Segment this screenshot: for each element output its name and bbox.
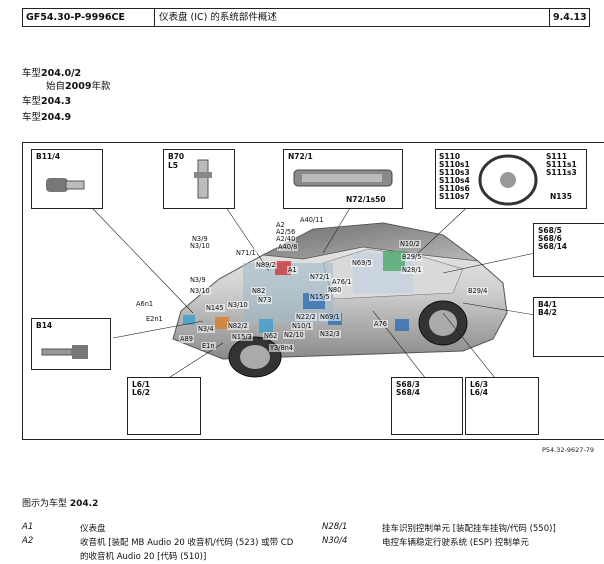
part-label: A1 bbox=[287, 266, 298, 274]
steer-right-2: S111s3 bbox=[546, 168, 577, 177]
steer-right-1: S111s1 bbox=[546, 160, 577, 169]
callout-b11-4: B11/4 bbox=[31, 149, 103, 209]
b70-line-2: L5 bbox=[168, 161, 178, 170]
part-label: N62 bbox=[263, 332, 279, 340]
part-label: N69/5 bbox=[351, 259, 373, 267]
steer-left-0: S110 bbox=[439, 152, 461, 161]
s68-mid-1: S68/4 bbox=[396, 388, 420, 397]
part-label: N72/1 bbox=[309, 273, 331, 281]
model-line-2: 车型204.3 bbox=[22, 96, 72, 107]
callout-b14: B14 bbox=[31, 318, 111, 370]
steer-left-5: S110s7 bbox=[439, 192, 470, 201]
part-label: N10/1 bbox=[291, 322, 313, 330]
legend-row: 的收音机 Audio 20 [代码 (510)] bbox=[80, 552, 207, 562]
part-label: E2n1 bbox=[145, 315, 164, 323]
callout-b4: B4/1 B4/2 bbox=[533, 297, 604, 357]
part-label: N3/9 bbox=[191, 235, 209, 243]
document-header: GF54.30-P-9996CE 仪表盘 (IC) 的系统部件概述 9.4.13 bbox=[22, 8, 590, 27]
part-label: N71/1 bbox=[235, 249, 257, 257]
part-label: N3/10 bbox=[189, 242, 211, 250]
callout-s68-mid: S68/3 S68/4 bbox=[391, 377, 463, 435]
part-label: N69/1 bbox=[319, 313, 341, 321]
part-label: N15/5 bbox=[309, 293, 331, 301]
legend-row: A1 仪表盘 N28/1 挂车识别控制单元 [装配挂车挂钩/代码 (550)] bbox=[22, 522, 556, 534]
part-label: N82/2 bbox=[227, 322, 249, 330]
s68-top-2: S68/14 bbox=[538, 242, 568, 251]
part-label: A89 bbox=[179, 335, 194, 343]
part-label: N3/10 bbox=[227, 301, 249, 309]
switch-panel-icon bbox=[293, 169, 393, 187]
part-label: B29/5 bbox=[401, 253, 423, 261]
part-label: N2/10 bbox=[283, 331, 305, 339]
part-label: N15/3 bbox=[231, 333, 253, 341]
b4-0: B4/1 bbox=[538, 300, 557, 309]
callout-steering-wheel: S110 S110s1 S110s3 S110s4 S110s6 S110s7 … bbox=[435, 149, 587, 209]
steering-wheel-icon bbox=[478, 154, 538, 206]
part-label: E1n bbox=[201, 342, 216, 350]
figure-code: P54.32-9627-79 bbox=[541, 446, 594, 454]
s68-mid-0: S68/3 bbox=[396, 380, 420, 389]
part-label: N73 bbox=[257, 296, 273, 304]
model-line-1: 车型204.0/2 bbox=[22, 68, 82, 79]
model-line-1-since: 始自2009年款 bbox=[46, 81, 111, 92]
part-label: A40/8 bbox=[277, 243, 299, 251]
part-label: A2/40 bbox=[275, 235, 297, 243]
callout-n72-1: N72/1 N72/1s50 bbox=[283, 149, 403, 209]
part-label: N32/3 bbox=[319, 330, 341, 338]
l6-right-1: L6/4 bbox=[470, 388, 488, 397]
l6-left-0: L6/1 bbox=[132, 380, 150, 389]
callout-l6-right: L6/3 L6/4 bbox=[465, 377, 539, 435]
part-label: A40/11 bbox=[299, 216, 325, 224]
part-label: N89/2 bbox=[255, 261, 277, 269]
sensor-icon bbox=[46, 178, 85, 192]
figure-caption: 图示为车型 204.2 bbox=[22, 499, 99, 509]
b4-1: B4/2 bbox=[538, 308, 557, 317]
steer-left-3: S110s4 bbox=[439, 176, 470, 185]
s68-top-1: S68/6 bbox=[538, 234, 562, 243]
document-id: GF54.30-P-9996CE bbox=[23, 9, 155, 26]
steer-left-1: S110s1 bbox=[439, 160, 470, 169]
legend-row: A2 收音机 [装配 MB Audio 20 收音机/代码 (523) 或带 C… bbox=[22, 536, 529, 548]
part-label: B29/4 bbox=[467, 287, 489, 295]
speed-sensor-icon bbox=[194, 159, 212, 199]
model-line-3: 车型204.9 bbox=[22, 112, 72, 123]
s68-top-0: S68/5 bbox=[538, 226, 562, 235]
part-label: A76 bbox=[373, 320, 388, 328]
part-label: N28/1 bbox=[401, 266, 423, 274]
component-overview-figure: B11/4 B70 L5 N72/1 N72/1s50 S110 S110s1 … bbox=[22, 142, 604, 440]
part-label: N82 bbox=[251, 287, 267, 295]
b70-line-1: B70 bbox=[168, 152, 185, 161]
part-label: N10/2 bbox=[399, 240, 421, 248]
part-label: N22/2 bbox=[295, 313, 317, 321]
part-label: N80 bbox=[327, 286, 343, 294]
l6-left-1: L6/2 bbox=[132, 388, 150, 397]
callout-s68-top: S68/5 S68/6 S68/14 bbox=[533, 223, 604, 277]
component-legend: A1 仪表盘 N28/1 挂车识别控制单元 [装配挂车挂钩/代码 (550)] … bbox=[22, 522, 592, 564]
steer-left-2: S110s3 bbox=[439, 168, 470, 177]
callout-b70: B70 L5 bbox=[163, 149, 235, 209]
part-label: Y3/8n4 bbox=[269, 344, 295, 352]
document-version: 9.4.13 bbox=[553, 12, 587, 23]
part-label: N3/9 bbox=[189, 276, 207, 284]
part-label: N3/10 bbox=[189, 287, 211, 295]
part-label: A2 bbox=[275, 221, 286, 229]
callout-l6-left: L6/1 L6/2 bbox=[127, 377, 201, 435]
steer-right-0: S111 bbox=[546, 152, 568, 161]
part-label: A76/1 bbox=[331, 278, 353, 286]
steer-left-4: S110s6 bbox=[439, 184, 470, 193]
part-label: N3/4 bbox=[197, 325, 215, 333]
temperature-sensor-icon bbox=[41, 345, 88, 359]
document-title: 仪表盘 (IC) 的系统部件概述 bbox=[155, 9, 550, 26]
part-label: N145 bbox=[205, 304, 225, 312]
part-label: A6n1 bbox=[135, 300, 155, 308]
part-label: A2/56 bbox=[275, 228, 297, 236]
l6-right-0: L6/3 bbox=[470, 380, 488, 389]
